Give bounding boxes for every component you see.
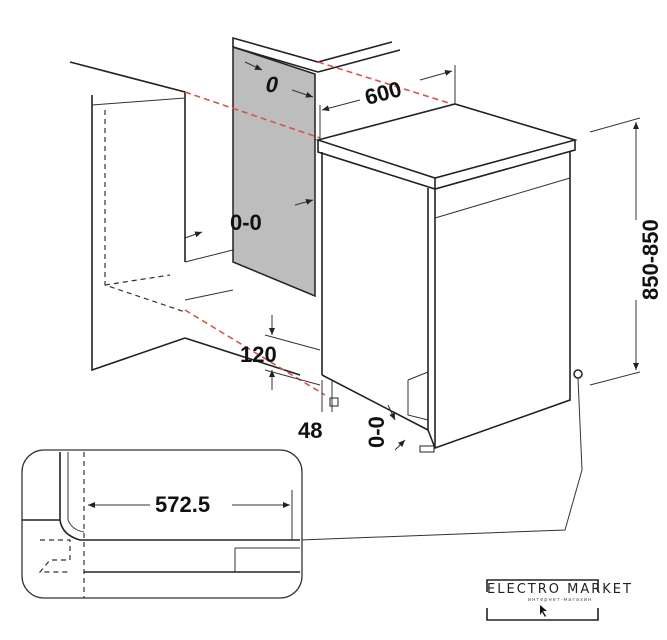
- dim-inset-depth: 572.5: [155, 492, 210, 517]
- electro-market-logo: ELECTRO MARKET интернет-магазин: [486, 582, 634, 603]
- dim-height: 850-850: [638, 219, 663, 300]
- dim-toe-kick: 120: [240, 342, 277, 367]
- cabinet-guide-line: [184, 91, 321, 139]
- side-panel: [232, 36, 401, 298]
- logo-frame: [486, 579, 599, 621]
- cursor-icon: [540, 605, 547, 617]
- logo-subtitle: интернет-магазин: [527, 597, 593, 603]
- floor-guide-line: [184, 309, 326, 396]
- dim-foot-offset: 48: [298, 418, 322, 443]
- dim-width: 600: [362, 76, 404, 110]
- dim-side-gap: 0-0: [230, 210, 262, 235]
- top-guide-line: [317, 61, 453, 105]
- logo-name: ELECTRO MARKET: [487, 582, 633, 597]
- detail-inset: [21, 449, 303, 599]
- dim-foot-adjust: 0-0: [364, 416, 389, 448]
- dimension-lines: [184, 61, 641, 451]
- callout-line: [299, 377, 583, 541]
- dim-top-gap: 0: [263, 72, 280, 97]
- dishwasher: [315, 103, 583, 453]
